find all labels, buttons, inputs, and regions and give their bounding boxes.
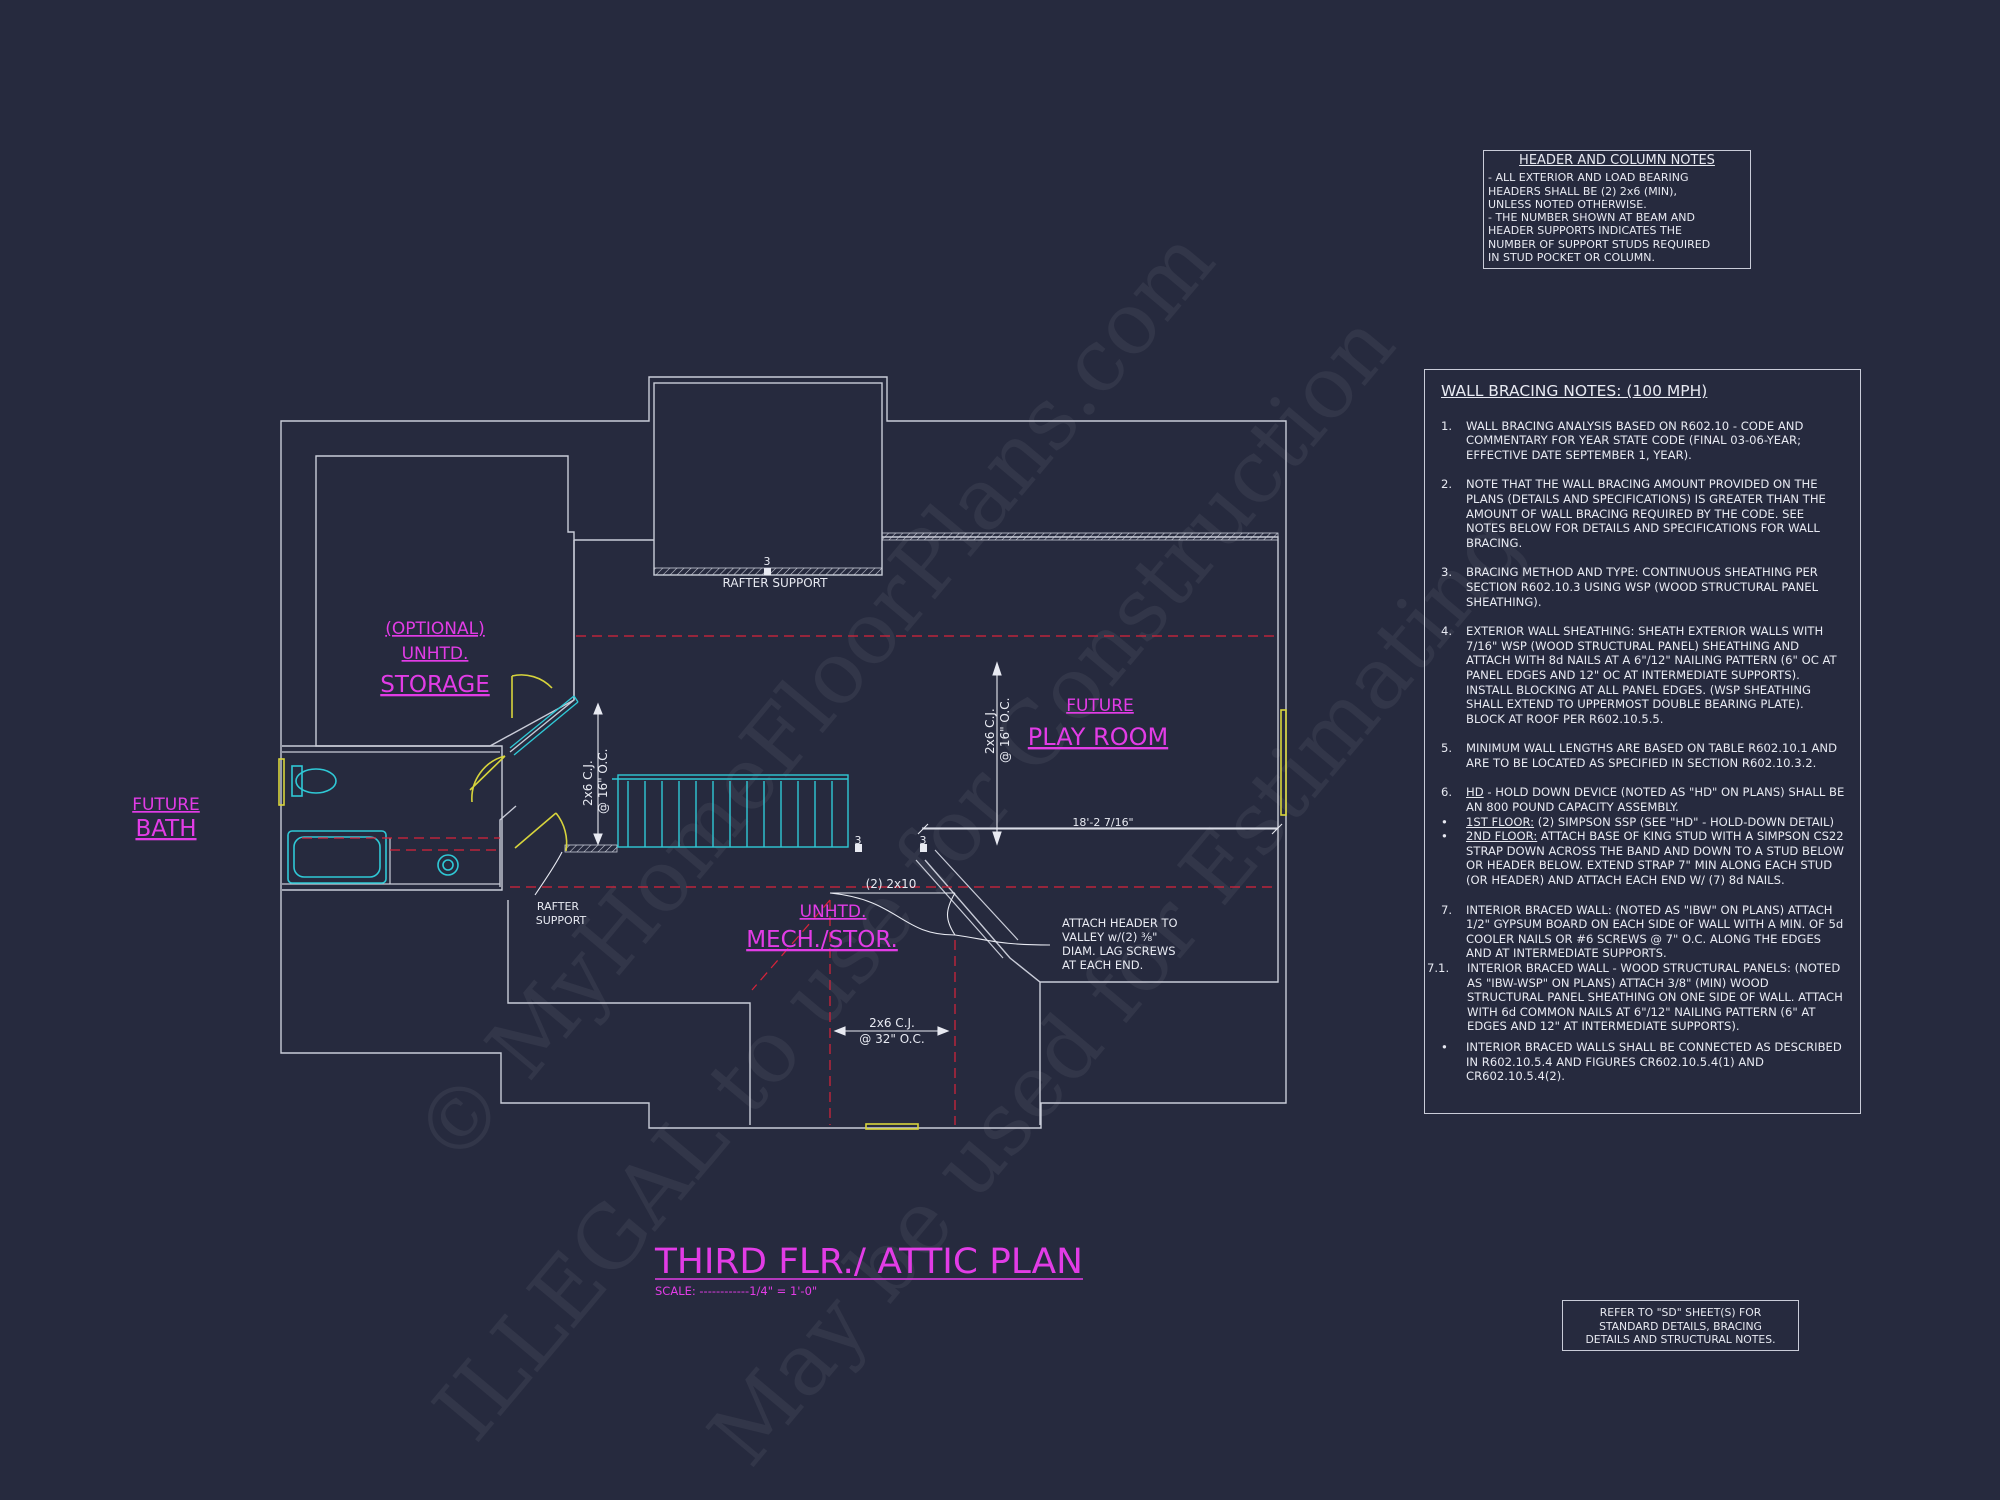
- sheet-title: THIRD FLR./ ATTIC PLAN: [654, 1242, 1083, 1282]
- note-bullet: •1ST FLOOR: (2) SIMPSON SSP (SEE "HD" - …: [1441, 814, 1835, 829]
- dimension-lines: [593, 661, 1283, 1036]
- wall-bracing-notes: WALL BRACING NOTES: (100 MPH) 1.WALL BRA…: [1424, 369, 1861, 1114]
- room-future-bath: FUTURE BATH: [132, 795, 200, 842]
- svg-text:MECH./STOR.: MECH./STOR.: [746, 927, 898, 953]
- room-mech-stor: UNHTD. MECH./STOR.: [746, 902, 898, 953]
- rafter-support-left-label: SUPPORT: [536, 914, 587, 927]
- svg-text:FUTURE: FUTURE: [132, 795, 200, 815]
- notes-title: HEADER AND COLUMN NOTES: [1519, 153, 1715, 168]
- refer-sd-note: REFER TO "SD" SHEET(S) FOR STANDARD DETA…: [1562, 1300, 1799, 1351]
- support-post: [764, 568, 771, 575]
- ceiling-joist-label-left: @ 16" O.C.: [596, 749, 610, 814]
- note-item: 6.HD - HOLD DOWN DEVICE (NOTED AS "HD" O…: [1441, 785, 1845, 815]
- storage-walls: [315, 455, 575, 747]
- stud-count-label: 3: [855, 834, 862, 847]
- svg-text:UNHTD.: UNHTD.: [800, 902, 867, 922]
- header-size-label: (2) 2x10: [866, 877, 917, 891]
- note-bullet: •INTERIOR BRACED WALLS SHALL BE CONNECTE…: [1441, 1039, 1842, 1084]
- dimension-play-room: 18'-2 7/16": [1072, 816, 1133, 829]
- hidden-lines: [302, 635, 1278, 1125]
- support-post: [920, 844, 927, 852]
- ceiling-joist-label-right: 2x6 C.J.: [983, 708, 997, 754]
- doors: [278, 674, 1287, 1130]
- ceiling-joist-label-bottom: @ 32" O.C.: [859, 1032, 924, 1046]
- attic-walls: [499, 536, 1279, 1125]
- note-item: 2.NOTE THAT THE WALL BRACING AMOUNT PROV…: [1441, 477, 1826, 550]
- room-storage: (OPTIONAL) UNHTD. STORAGE: [380, 619, 490, 698]
- bath-fixtures: [287, 765, 459, 884]
- stair: [509, 695, 849, 848]
- rafter-support-top-label: RAFTER SUPPORT: [723, 576, 829, 590]
- svg-text:DIAM. LAG SCREWS: DIAM. LAG SCREWS: [1062, 944, 1176, 958]
- room-play-room: FUTURE PLAY ROOM: [1028, 696, 1168, 751]
- ceiling-joist-label-bottom: 2x6 C.J.: [869, 1016, 915, 1030]
- ceiling-joist-label-right: @ 16" O.C.: [998, 698, 1012, 763]
- bearing-wall-top: [881, 532, 1279, 541]
- svg-text:PLAY ROOM: PLAY ROOM: [1028, 723, 1168, 751]
- note-bullet: •2ND FLOOR: ATTACH BASE OF KING STUD WIT…: [1441, 829, 1844, 888]
- note-item: 1.WALL BRACING ANALYSIS BASED ON R602.10…: [1441, 418, 1804, 462]
- note-item: 4.EXTERIOR WALL SHEATHING: SHEATH EXTERI…: [1441, 624, 1837, 726]
- attach-header-note: ATTACH HEADER TO VALLEY w/(2) ⅜" DIAM. L…: [1062, 916, 1178, 972]
- ceiling-joist-label-left: 2x6 C.J.: [581, 760, 595, 806]
- dormer-inner: [653, 382, 883, 576]
- rafter-support-left-label: RAFTER: [537, 900, 580, 913]
- svg-text:AT EACH END.: AT EACH END.: [1062, 958, 1143, 972]
- notes-title: WALL BRACING NOTES: (100 MPH): [1441, 382, 1708, 400]
- header-column-notes: HEADER AND COLUMN NOTES - ALL EXTERIOR A…: [1483, 150, 1751, 269]
- note-item: 7.INTERIOR BRACED WALL: (NOTED AS "IBW" …: [1441, 902, 1844, 961]
- note-subitem: 7.1.INTERIOR BRACED WALL - WOOD STRUCTUR…: [1427, 961, 1843, 1034]
- svg-text:BATH: BATH: [135, 816, 196, 842]
- sheet-scale: SCALE: ------------1/4" = 1'-0": [655, 1284, 817, 1298]
- support-post: [855, 844, 862, 852]
- stud-count-label: 3: [764, 555, 771, 568]
- stud-count-label: 3: [920, 834, 927, 847]
- svg-text:ATTACH HEADER TO: ATTACH HEADER TO: [1062, 916, 1178, 930]
- svg-text:STORAGE: STORAGE: [380, 672, 490, 698]
- svg-text:FUTURE: FUTURE: [1066, 696, 1134, 716]
- roof-outline: [280, 376, 1287, 1129]
- svg-text:VALLEY w/(2) ⅜": VALLEY w/(2) ⅜": [1062, 930, 1157, 944]
- svg-text:(OPTIONAL): (OPTIONAL): [385, 619, 485, 639]
- note-item: 5.MINIMUM WALL LENGTHS ARE BASED ON TABL…: [1441, 741, 1838, 770]
- svg-text:UNHTD.: UNHTD.: [402, 644, 469, 664]
- note-item: 3.BRACING METHOD AND TYPE: CONTINUOUS SH…: [1441, 565, 1819, 609]
